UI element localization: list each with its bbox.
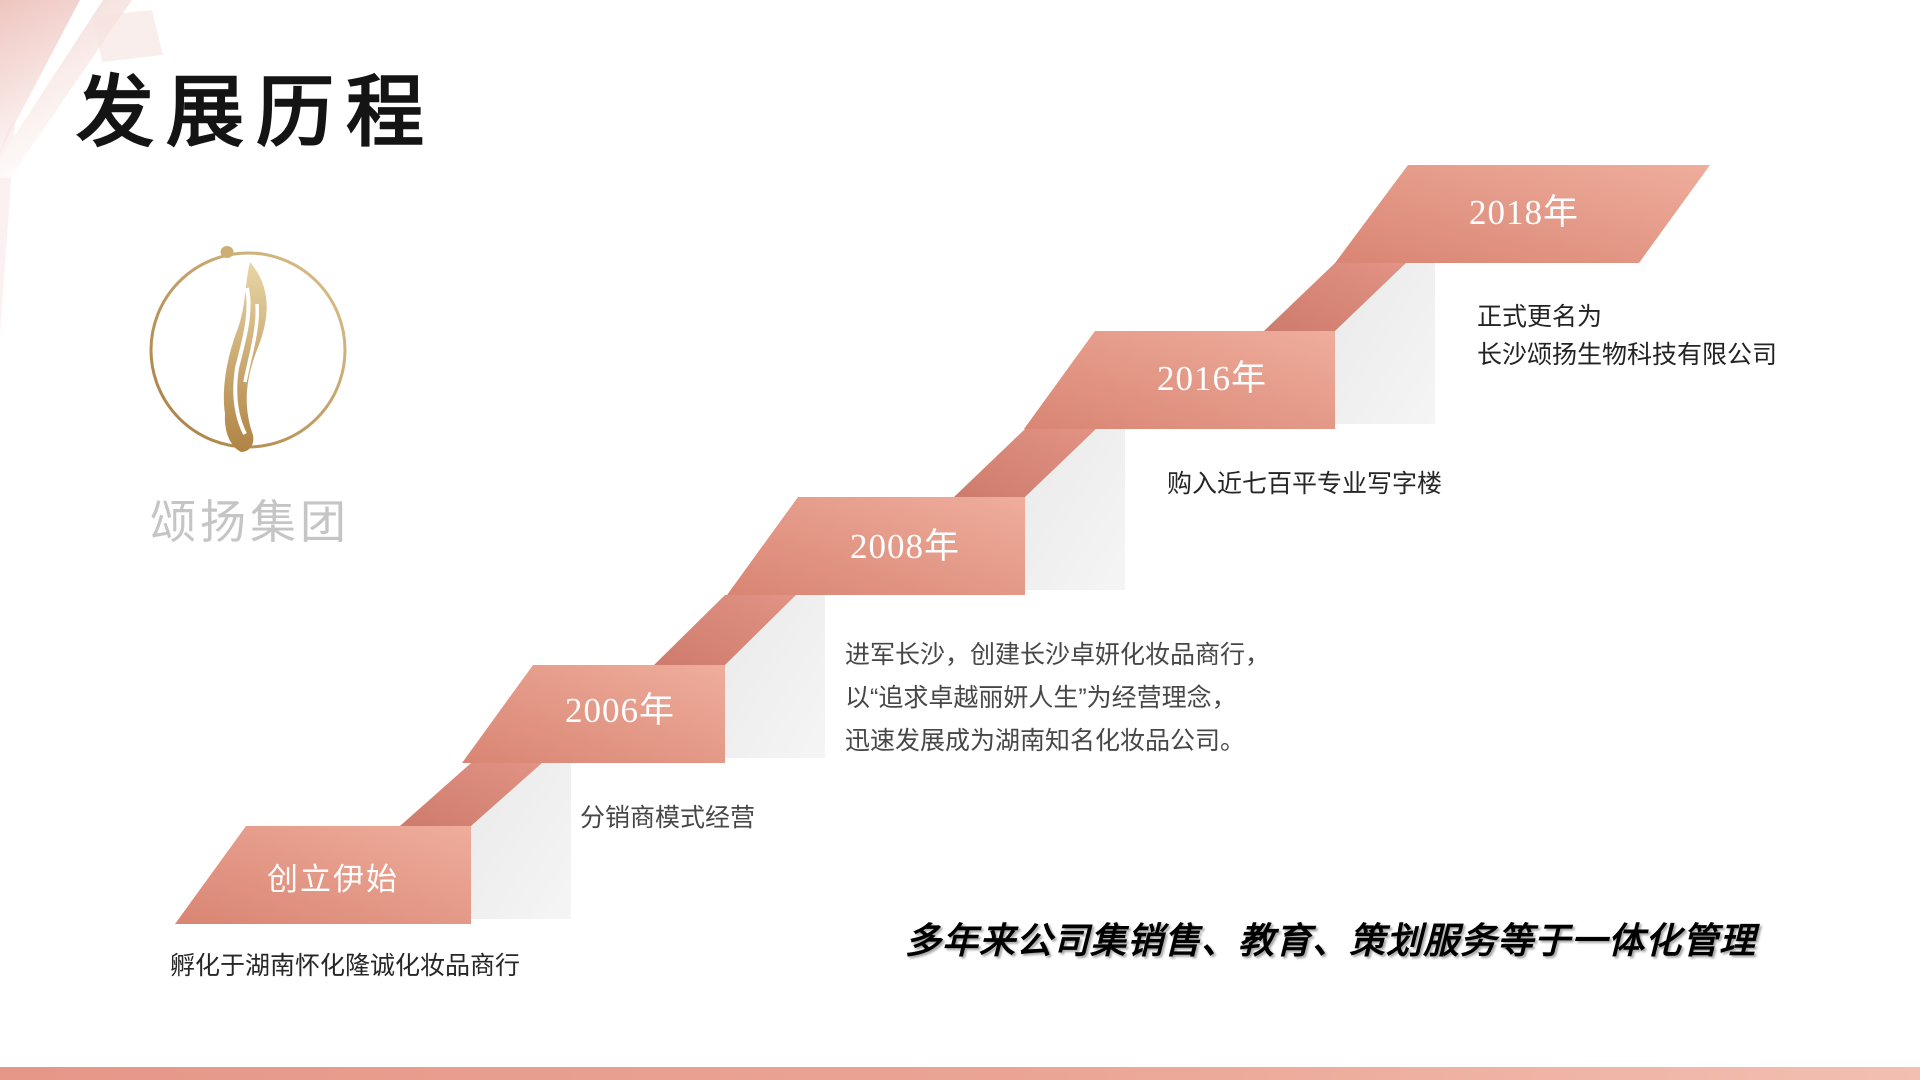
caption-line: 分销商模式经营 [580, 804, 756, 832]
step-5 [1335, 165, 1710, 263]
shadow-3 [1025, 429, 1125, 590]
logo-name: 颂扬集团 [150, 496, 350, 548]
caption-step-2: 分销商模式经营 [580, 798, 755, 834]
logo-flame-cut-2 [243, 303, 260, 383]
step-4-label: 2016年 [1157, 359, 1267, 398]
bottom-accent-bar [0, 1067, 1920, 1080]
shadow-2 [725, 595, 825, 758]
decor-highlight [93, 10, 163, 62]
step-2 [462, 665, 725, 763]
step-2-label: 2006年 [565, 691, 675, 730]
step-1-label: 创立伊始 [267, 862, 399, 897]
step-5-label: 2018年 [1469, 193, 1579, 232]
step-3-label: 2008年 [850, 527, 960, 566]
caption-line: 以“追求卓越丽妍人生”为经营理念， [845, 684, 1237, 712]
step-1 [175, 826, 471, 924]
footer-slogan: 多年来公司集销售、教育、策划服务等于一体化管理 [905, 920, 1757, 961]
caption-step-1: 孵化于湖南怀化隆诚化妆品商行 [170, 946, 520, 982]
caption-line: 进军长沙，创建长沙卓妍化妆品商行， [845, 641, 1271, 669]
riser-2 [654, 595, 796, 665]
shadow-1 [471, 763, 571, 919]
caption-line: 购入近七百平专业写字楼 [1167, 470, 1443, 498]
riser-1 [400, 763, 542, 826]
shadow-4 [1335, 263, 1435, 424]
decor-wedge [0, 0, 80, 152]
logo-flame-cut-1 [233, 287, 251, 435]
caption-line: 迅速发展成为湖南知名化妆品公司。 [845, 727, 1246, 755]
caption-step-5: 正式更名为 长沙颂扬生物科技有限公司 [1477, 298, 1777, 374]
company-logo [149, 246, 347, 452]
caption-line: 孵化于湖南怀化隆诚化妆品商行 [170, 952, 521, 980]
riser-4 [1264, 263, 1406, 331]
staircase-shadows [471, 263, 1435, 919]
caption-line: 正式更名为 [1477, 303, 1603, 331]
logo-flame-icon [223, 262, 267, 452]
staircase-risers [400, 263, 1406, 826]
step-3 [727, 497, 1025, 595]
staircase-treads [175, 165, 1710, 924]
page-title: 发展历程 [76, 69, 437, 156]
riser-3 [954, 429, 1096, 497]
caption-step-3: 进军长沙，创建长沙卓妍化妆品商行， 以“追求卓越丽妍人生”为经营理念， 迅速发展… [845, 634, 1270, 763]
caption-line: 长沙颂扬生物科技有限公司 [1477, 341, 1778, 369]
corner-decoration [0, 0, 163, 335]
caption-step-4: 购入近七百平专业写字楼 [1167, 464, 1442, 500]
logo-dot [220, 246, 234, 258]
step-4 [1024, 331, 1335, 429]
